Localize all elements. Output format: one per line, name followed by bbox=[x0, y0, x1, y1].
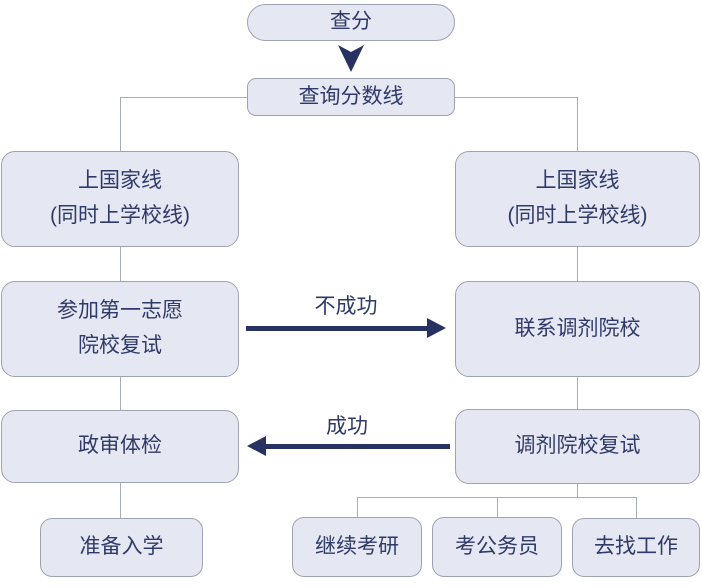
node-adjustment-retest: 调剂院校复试 bbox=[455, 409, 700, 484]
node-left-pass-line2: (同时上学校线) bbox=[50, 204, 190, 227]
arrow-unsuccessful-head-icon bbox=[427, 318, 446, 338]
connector-left-branch-horizontal bbox=[120, 97, 247, 98]
node-political-review-label: 政审体检 bbox=[78, 434, 162, 458]
connector-review-to-enrollment bbox=[120, 483, 121, 518]
node-civil-service-exam-label: 考公务员 bbox=[455, 534, 539, 558]
connector-right-branch-horizontal bbox=[455, 97, 577, 98]
connector-right-branch-vertical bbox=[577, 97, 578, 152]
arrow-unsuccessful-line bbox=[246, 326, 428, 331]
connector-drop-findjob bbox=[636, 497, 637, 518]
node-check-score: 查分 bbox=[247, 4, 455, 41]
node-check-score-label: 查分 bbox=[330, 10, 372, 34]
node-right-pass-line2: (同时上学校线) bbox=[507, 204, 648, 227]
connector-drop-civil bbox=[497, 497, 498, 517]
node-political-review: 政审体检 bbox=[1, 410, 239, 483]
edge-label-successful: 成功 bbox=[326, 415, 368, 438]
connector-adjust-retest-down bbox=[577, 484, 578, 497]
node-civil-service-exam: 考公务员 bbox=[432, 517, 562, 577]
node-adjustment-retest-label: 调剂院校复试 bbox=[514, 434, 641, 458]
node-prepare-enrollment-label: 准备入学 bbox=[79, 535, 164, 559]
connector-right-pass-to-contact bbox=[577, 247, 578, 281]
node-find-job: 去找工作 bbox=[572, 518, 700, 577]
node-contact-adjustment-label: 联系调剂院校 bbox=[514, 316, 641, 340]
connector-drop-continue bbox=[357, 497, 358, 517]
node-contact-adjustment: 联系调剂院校 bbox=[455, 281, 700, 377]
node-first-choice-retest: 参加第一志愿 院校复试 bbox=[1, 281, 239, 377]
connector-left-branch-vertical bbox=[120, 97, 121, 152]
node-continue-postgrad-exam: 继续考研 bbox=[292, 517, 422, 577]
arrow-successful-line bbox=[266, 444, 450, 449]
connector-left-pass-to-retest bbox=[120, 247, 121, 281]
down-arrow-icon bbox=[338, 45, 364, 72]
connector-retest-to-review bbox=[120, 377, 121, 410]
node-first-choice-retest-line2: 院校复试 bbox=[78, 334, 162, 357]
node-find-job-label: 去找工作 bbox=[594, 535, 678, 559]
edge-label-unsuccessful: 不成功 bbox=[314, 295, 378, 318]
node-right-pass-national-line: 上国家线 (同时上学校线) bbox=[455, 151, 700, 247]
arrow-successful-head-icon bbox=[247, 436, 266, 456]
node-left-pass-line1: 上国家线 bbox=[78, 169, 162, 193]
node-prepare-enrollment: 准备入学 bbox=[40, 518, 203, 577]
node-first-choice-retest-line1: 参加第一志愿 bbox=[57, 299, 183, 323]
node-left-pass-national-line: 上国家线 (同时上学校线) bbox=[1, 151, 239, 247]
node-query-cutoff-label: 查询分数线 bbox=[298, 84, 404, 108]
connector-contact-to-adjust-retest bbox=[577, 377, 578, 409]
node-continue-postgrad-exam-label: 继续考研 bbox=[315, 534, 399, 558]
node-right-pass-line1: 上国家线 bbox=[535, 169, 620, 193]
node-query-cutoff: 查询分数线 bbox=[247, 78, 455, 116]
